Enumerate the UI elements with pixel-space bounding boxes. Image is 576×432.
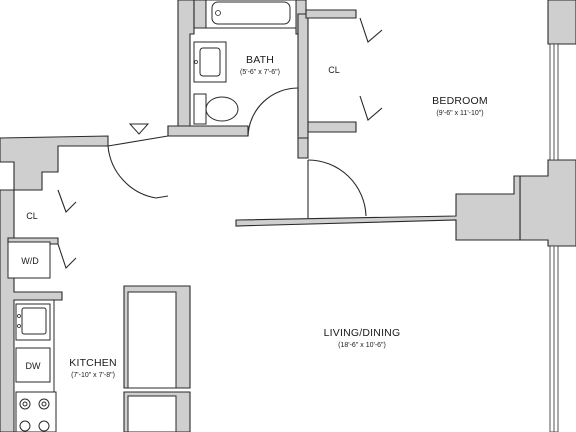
bath-fixtures (193, 0, 297, 125)
room-labels: BATH (5'-6" x 7'-6") CL BEDROOM (9'-6" x… (21, 54, 488, 379)
counter-top (127, 291, 177, 389)
counter-top-lower (127, 395, 177, 432)
kitchen-name: KITCHEN (69, 357, 117, 369)
closet-bottom-wall (307, 121, 357, 133)
bath-left-wall (167, 0, 195, 135)
bedroom-living-partition (235, 175, 521, 241)
windows (549, 43, 559, 432)
bath-door-swing (247, 87, 299, 137)
bath-dims: (5'-6" x 7'-6") (240, 69, 280, 76)
bath-closet-partition (297, 13, 309, 139)
entry-closet-label: CL (26, 211, 38, 221)
washer-dryer (7, 241, 51, 279)
bath-sink-basin (199, 47, 221, 77)
bathtub-basin (211, 1, 291, 25)
bath-top-wall (193, 0, 207, 29)
doors (57, 17, 383, 270)
burner-icon (38, 420, 50, 432)
burner-icon (41, 401, 47, 407)
kitchen-dims: (7'-10" x 7'-8") (71, 372, 115, 379)
kitchen-left-wall (0, 189, 63, 432)
bedroom-closet-door-upper (359, 17, 383, 43)
exterior-column (519, 159, 576, 247)
living-dining-name: LIVING/DINING (324, 327, 401, 339)
burner-icon (19, 420, 31, 432)
entry-closet-door-lower (57, 243, 77, 270)
bath-door-jamb (297, 137, 309, 159)
exterior-wall-upper (547, 0, 576, 45)
living-dining-dims: (18'-6" x 10'-6") (338, 342, 386, 349)
toilet-bowl (205, 96, 239, 122)
dishwasher-label: DW (26, 361, 41, 371)
kitchen-sink-basin (21, 307, 47, 335)
washer-dryer-label: W/D (21, 256, 39, 266)
toilet-tank (193, 93, 207, 125)
bedroom-closet-door-lower (359, 95, 383, 121)
kitchen-appliances (13, 299, 57, 432)
bath-bottom-wall (167, 125, 249, 137)
bedroom-door-swing (307, 159, 367, 217)
entry-arrow-icon (128, 123, 150, 135)
closet-top-wall (305, 9, 357, 19)
bath-name: BATH (246, 54, 274, 66)
entry-closet-door-upper (57, 189, 77, 213)
entry-door-leaf (107, 135, 169, 147)
burner-icon (22, 401, 28, 407)
bedroom-name: BEDROOM (432, 95, 488, 107)
bedroom-dims: (9'-6" x 11'-10") (436, 110, 483, 117)
bedroom-closet-label: CL (328, 65, 340, 75)
entry-left-wall (0, 135, 109, 191)
entry-door-swing (107, 145, 157, 199)
dishwasher (15, 347, 51, 383)
